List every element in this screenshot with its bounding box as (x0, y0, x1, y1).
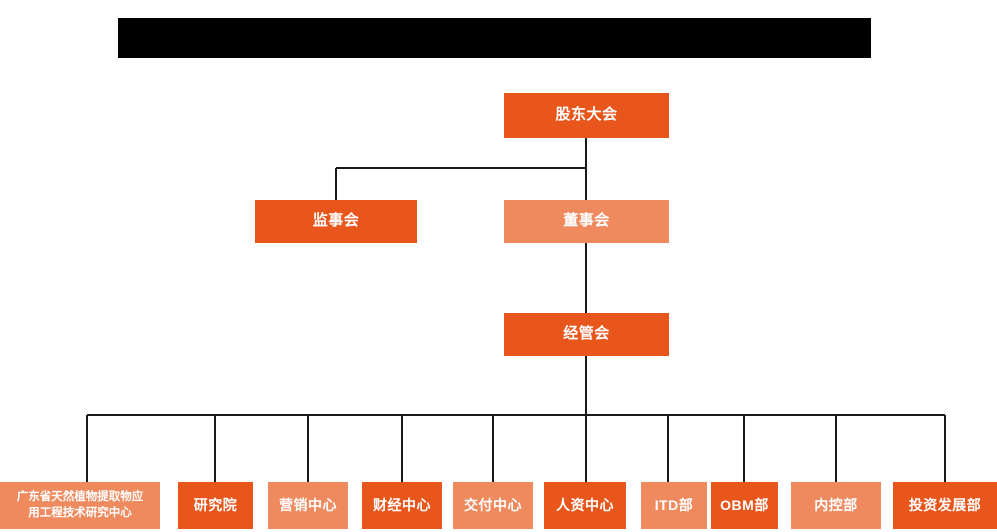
node-label: 广东省天然植物提取物应 用工程技术研究中心 (13, 490, 148, 521)
node-investment-development-department[interactable]: 投资发展部 (893, 482, 997, 529)
node-label: OBM部 (720, 496, 769, 513)
node-label: 交付中心 (464, 496, 522, 513)
node-board-of-directors[interactable]: 董事会 (504, 200, 669, 243)
node-internal-control-department[interactable]: 内控部 (791, 482, 881, 529)
node-label: 研究院 (193, 496, 238, 513)
node-label: 内控部 (814, 496, 858, 513)
node-label-line-1: 广东省天然植物提取物应 (16, 490, 144, 503)
node-label: 营销中心 (279, 496, 337, 513)
node-marketing-center[interactable]: 营销中心 (268, 482, 348, 529)
node-label: 经管会 (563, 325, 610, 343)
node-label: 董事会 (563, 212, 610, 230)
node-finance-center[interactable]: 财经中心 (362, 482, 442, 529)
node-management-committee[interactable]: 经管会 (504, 313, 669, 356)
node-label: ITD部 (654, 496, 694, 513)
node-label: 人资中心 (556, 496, 614, 513)
node-hr-center[interactable]: 人资中心 (544, 482, 626, 529)
redacted-title-banner (118, 18, 871, 58)
node-label: 股东大会 (555, 106, 618, 124)
node-label-line-2: 用工程技术研究中心 (28, 506, 132, 519)
node-shareholders-meeting[interactable]: 股东大会 (504, 93, 669, 138)
node-itd-department[interactable]: ITD部 (641, 482, 707, 529)
node-obm-department[interactable]: OBM部 (711, 482, 778, 529)
node-research-center[interactable]: 广东省天然植物提取物应 用工程技术研究中心 (0, 482, 160, 529)
node-supervisory-board[interactable]: 监事会 (255, 200, 417, 243)
node-label: 监事会 (312, 212, 360, 230)
node-label: 财经中心 (373, 496, 431, 513)
node-delivery-center[interactable]: 交付中心 (453, 482, 533, 529)
node-label: 投资发展部 (908, 496, 982, 513)
node-institute[interactable]: 研究院 (178, 482, 253, 529)
